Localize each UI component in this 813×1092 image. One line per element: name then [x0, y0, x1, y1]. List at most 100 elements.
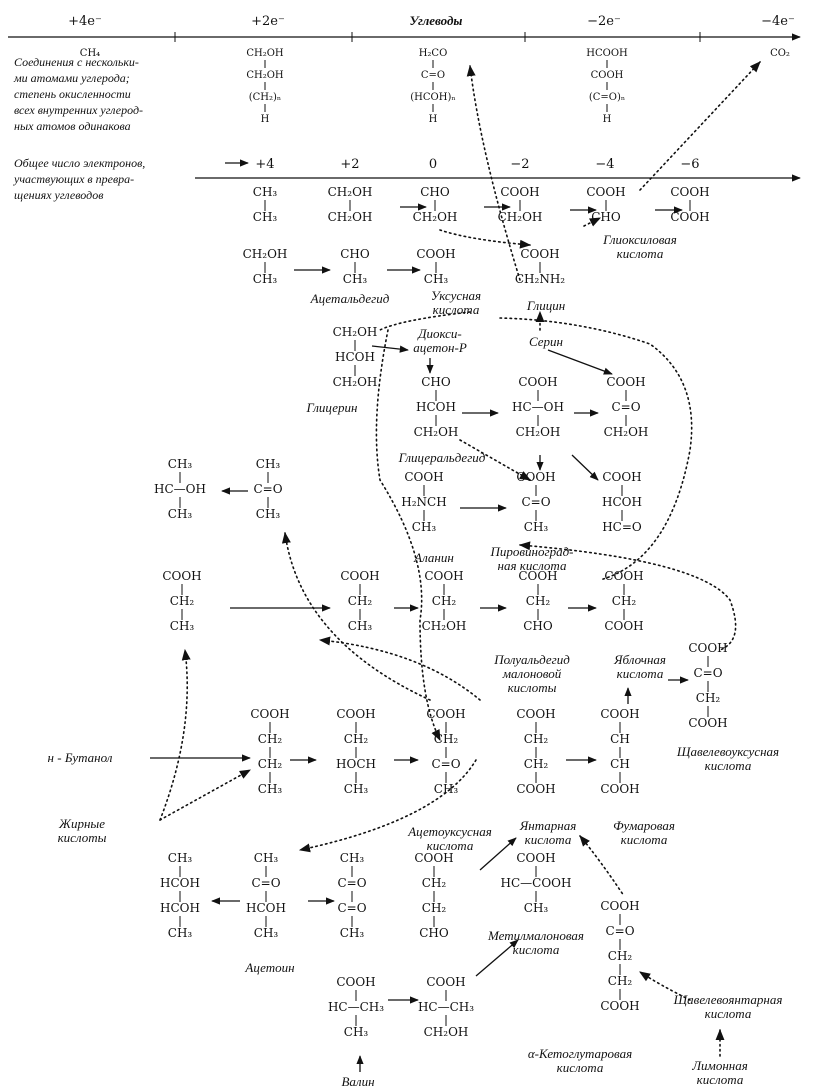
label-glycine: Глицин [526, 298, 565, 313]
label-succinic-line: кислота [525, 832, 572, 847]
formula-oxomal-line: COOH [602, 470, 641, 484]
label-methylmal-line: Метилмалоновая [487, 928, 584, 943]
formula-acetone-line: CH₃ [256, 507, 281, 521]
formula-isopropanol-line: CH₃ [168, 507, 193, 521]
formula-alanine-line: COOH [404, 470, 443, 484]
dotted-pathways [159, 61, 761, 1057]
top-formula-c5: CO₂ [770, 48, 790, 59]
formula-succsemi-line: CH₂ [422, 876, 447, 890]
mid-tick-2: +2 [340, 157, 359, 172]
formula-butanediol-line: CH₃ [168, 926, 193, 940]
formula-hydroxybut-line: CH₃ [344, 782, 369, 796]
label-alanine: Аланин [413, 550, 454, 565]
formula-ketoglut-line: C=O [605, 924, 634, 938]
formula-dhap-line: CH₂OH [414, 425, 459, 439]
label-glyceral-line: Глицеральдегид [398, 450, 486, 465]
formula-pyruvic-line: COOH [516, 470, 555, 484]
top-tick-4: −2e⁻ [587, 14, 621, 29]
formula-acetald-line: CH₃ [343, 272, 368, 286]
label-glyoxylic-line: кислота [617, 246, 664, 261]
formula-oxalic-line: COOH [670, 210, 709, 224]
mid-tick-4: −2 [510, 157, 529, 172]
formula-oxaloacetic-line: CH₂ [696, 691, 721, 705]
label-acetoin-line: Ацетоин [244, 960, 294, 975]
formula-ethane-line: CH₃ [253, 185, 278, 199]
mid-tick-5: −4 [595, 157, 614, 172]
formula-diacetyl-line: C=O [337, 901, 366, 915]
label-fatty-line: кислоты [58, 830, 107, 845]
formula-glycine-line: CH₂NH₂ [515, 272, 565, 286]
top-formula-c2-line: H [261, 114, 270, 125]
svg-text:участвующих в превра-: участвующих в превра- [13, 172, 134, 186]
top-tick-3: Углеводы [410, 13, 463, 28]
top-formula-c4-line: H [603, 114, 612, 125]
svg-text:ми атомами углерода;: ми атомами углерода; [13, 71, 130, 85]
label-oxalosuccinic-line: кислота [705, 1006, 752, 1021]
formula-malonic-line: CH₂ [612, 594, 637, 608]
formula-butanediol-line: HCOH [160, 901, 200, 915]
label-malic-line: Яблочная [613, 652, 666, 667]
formula-glycolald-line: CHO [420, 185, 450, 199]
formula-succinic-line: COOH [516, 707, 555, 721]
formula-diacetyl-line: C=O [337, 876, 366, 890]
label-malic-line: кислота [617, 666, 664, 681]
formula-methylmal-line: CH₃ [524, 901, 549, 915]
formula-acetoacetic-line: C=O [431, 757, 460, 771]
formula-valine-line: CH₃ [344, 1025, 369, 1039]
formula-glycine-line: COOH [520, 247, 559, 261]
top-formula-c4-line: HCOOH [586, 48, 628, 59]
formula-succinic-line: CH₂ [524, 732, 549, 746]
formula-hydroxypyr-line: CH₂OH [604, 425, 649, 439]
top-formula-c3-line: H₂CO [419, 48, 448, 59]
formula-glyoxylic-line: CHO [591, 210, 621, 224]
formula-acetone-line: C=O [253, 482, 282, 496]
label-butanol-line: н - Бутанол [48, 750, 113, 765]
formula-malonsemi-line: COOH [518, 569, 557, 583]
formula-glycerol-line: CH₂OH [333, 325, 378, 339]
formula-fumaric-line: COOH [600, 707, 639, 721]
formula-valine-line: COOH [336, 975, 375, 989]
formula-alanine-line: H₂NCH [401, 495, 446, 509]
formula-isopropanol-line: CH₃ [168, 457, 193, 471]
top-formula-c1-line: CH₄ [80, 48, 100, 59]
label-fumaric-line: кислота [621, 832, 668, 847]
svg-text:всех внутренних углерод-: всех внутренних углерод- [14, 103, 143, 117]
formula-glyceric-line: CH₂OH [516, 425, 561, 439]
formula-acetoacetic-line: COOH [426, 707, 465, 721]
formula-hydroxybut-line: HOCH [336, 757, 376, 771]
formula-hydroxypyr-line: COOH [606, 375, 645, 389]
formula-hydroxyprop-line: CH₂OH [422, 619, 467, 633]
formula-hydroxyisobut-line: COOH [426, 975, 465, 989]
formula-oxaloacetic-line: C=O [693, 666, 722, 680]
top-formula-c2-line: (CH₂)ₙ [249, 92, 282, 103]
svg-text:Соединения с нескольки-: Соединения с нескольки- [14, 55, 139, 69]
label-glyceral: Глицеральдегид [398, 450, 486, 465]
formula-malonsemi-line: CHO [523, 619, 553, 633]
label-oxaloacetic-line: Щавелевоуксусная [676, 744, 779, 759]
label-glycine-line: Глицин [526, 298, 565, 313]
formula-glyceric-line: HC—OH [512, 400, 564, 414]
label-acetoacetic-line: Ацетоуксусная [407, 824, 492, 839]
top-tick-5: −4e⁻ [761, 14, 795, 29]
formula-dhap-line: HCOH [416, 400, 456, 414]
formula-ketoglut-line: COOH [600, 899, 639, 913]
